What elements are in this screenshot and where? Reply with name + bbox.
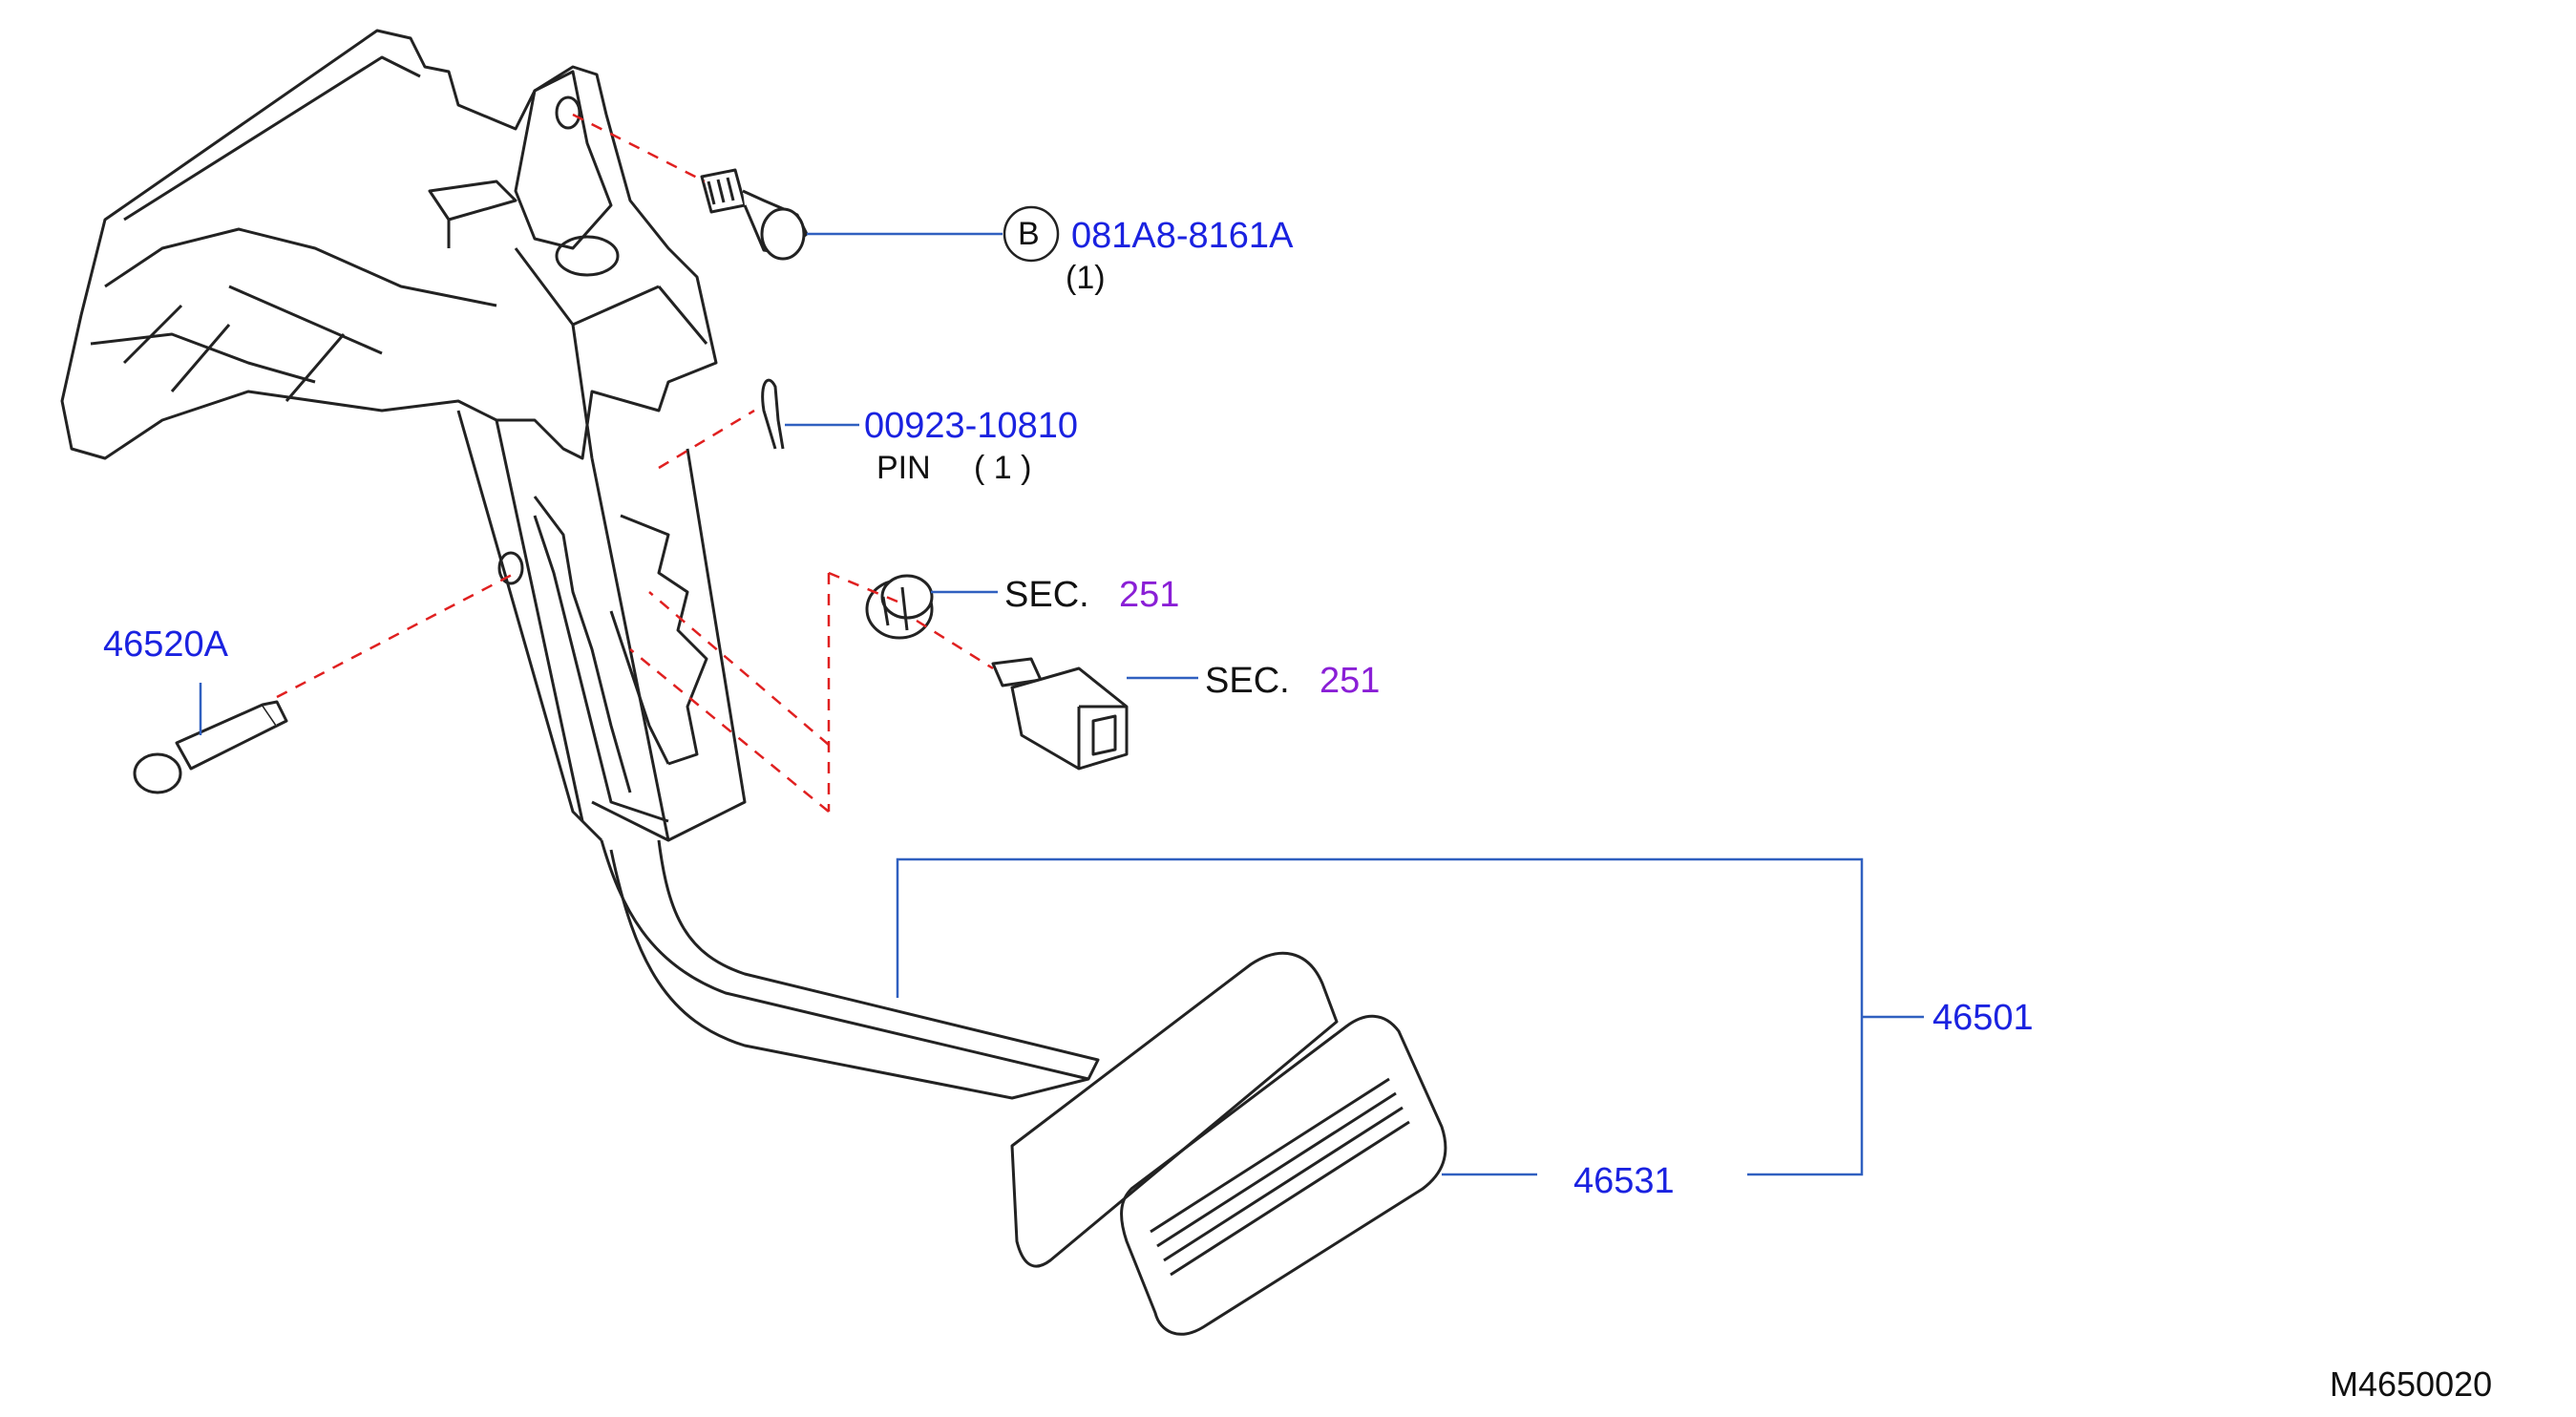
clip-sec-prefix: SEC.	[1004, 575, 1089, 615]
stop-lamp-clip	[865, 574, 934, 640]
stop-lamp-switch	[991, 657, 1129, 771]
pedal-pad-part-number[interactable]: 46531	[1573, 1161, 1675, 1201]
marker-circle	[1003, 205, 1060, 263]
switch-sec-number[interactable]: 251	[1320, 661, 1381, 701]
pedal-pads	[1010, 951, 1447, 1336]
pivot-bolt-part-number[interactable]: 46520A	[103, 624, 229, 665]
pedal-arm	[456, 410, 1100, 1100]
pin-00923	[761, 378, 785, 450]
bolt-marker-label: B	[1018, 216, 1040, 252]
pin-part-number[interactable]: 00923-10810	[864, 406, 1078, 446]
bolt-quantity: (1)	[1066, 260, 1106, 296]
bolt-081A8	[700, 168, 809, 261]
pin-quantity: ( 1 )	[974, 450, 1032, 486]
pin-name: PIN	[876, 450, 931, 486]
pivot-bolt-46520A	[133, 700, 288, 794]
leader-lines	[199, 205, 1924, 1176]
clip-sec-number[interactable]: 251	[1119, 575, 1180, 615]
bolt-part-number[interactable]: 081A8-8161A	[1071, 216, 1294, 256]
figure-code: M4650020	[2330, 1364, 2493, 1404]
pedal-assy-part-number[interactable]: 46501	[1932, 998, 2034, 1038]
assembly-lines	[276, 113, 994, 813]
switch-sec-prefix: SEC.	[1205, 661, 1290, 701]
pedal-bracket	[60, 29, 718, 460]
